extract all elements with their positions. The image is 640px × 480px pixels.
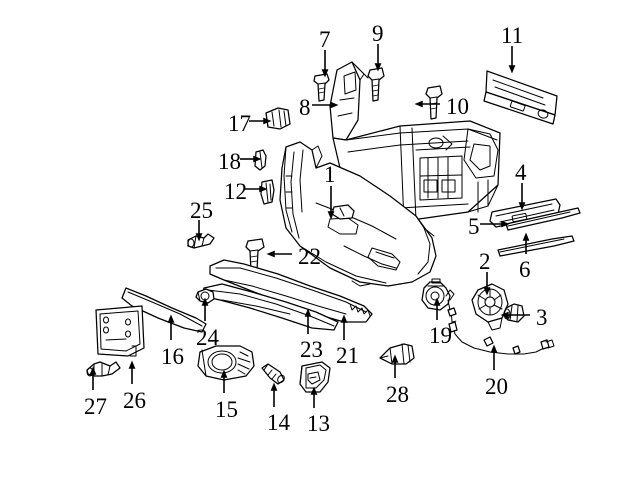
leader-arrowhead-10	[414, 100, 423, 108]
callout-9-bracket-bolt-center[interactable]: 9	[372, 21, 384, 46]
leader-arrowhead-11	[508, 65, 516, 74]
part-trim-strip-middle[interactable]	[505, 207, 581, 231]
leader-arrowhead-25	[195, 233, 203, 242]
callout-17-retainer-clip-upper[interactable]: 17	[228, 111, 251, 136]
leader-arrowhead-15	[220, 369, 228, 378]
part-parking-sensor-module[interactable]	[421, 278, 451, 311]
part-fog-lamp-screw[interactable]	[261, 363, 286, 385]
part-bracket-bolt-center[interactable]	[367, 67, 385, 102]
part-wiring-harness[interactable]	[445, 289, 555, 355]
part-horn[interactable]	[471, 283, 509, 331]
part-license-plate-bracket[interactable]	[95, 305, 145, 357]
callout-10-absorber-bolt[interactable]: 10	[446, 94, 469, 119]
leader-arrowhead-5	[501, 220, 510, 228]
part-trim-retainer-clip[interactable]	[195, 288, 215, 304]
leader-arrowhead-20	[490, 344, 498, 353]
part-bumper-cover[interactable]	[279, 141, 437, 287]
part-fog-lamp-bezel[interactable]	[197, 345, 255, 381]
leader-arrowhead-6	[522, 232, 530, 241]
part-retainer-clip-upper[interactable]	[265, 107, 291, 130]
callout-11-impact-reinforcement-bar[interactable]: 11	[501, 23, 524, 48]
leader-arrowhead-1	[327, 211, 335, 220]
part-air-deflector[interactable]	[201, 283, 339, 331]
callout-18-grommet-plug[interactable]: 18	[218, 149, 241, 174]
callout-14-fog-lamp-screw[interactable]: 14	[267, 410, 290, 435]
callout-1-bumper-cover[interactable]: 1	[324, 162, 336, 187]
leader-arrowhead-3	[500, 311, 509, 319]
part-side-retainer-clip[interactable]	[260, 179, 275, 205]
leader-arrowhead-12	[259, 185, 268, 193]
leader-arrowhead-8	[330, 101, 339, 109]
callout-23-air-deflector[interactable]: 23	[300, 337, 323, 362]
callout-13-corner-bracket[interactable]: 13	[307, 411, 330, 436]
leader-arrowhead-18	[253, 155, 262, 163]
callout-20-wiring-harness[interactable]: 20	[485, 374, 508, 399]
part-license-plate-trim[interactable]	[121, 287, 207, 333]
callout-5-trim-strip-middle[interactable]: 5	[468, 214, 480, 239]
leader-lines	[89, 44, 530, 408]
leader-arrowhead-2	[483, 287, 491, 296]
leader-arrowhead-16	[167, 314, 175, 323]
leader-arrowhead-24	[201, 297, 209, 306]
leader-arrowhead-28	[391, 354, 399, 363]
callout-25-side-mount-rivet[interactable]: 25	[190, 198, 213, 223]
part-lower-valance-panel[interactable]	[209, 259, 373, 323]
part-bracket-bolt-upper[interactable]	[313, 73, 330, 102]
callout-3-horn-mounting-bolt[interactable]: 3	[536, 305, 548, 330]
leader-arrowhead-7	[321, 69, 329, 78]
callout-19-parking-sensor-module[interactable]: 19	[429, 323, 452, 348]
leader-arrowhead-26	[128, 360, 136, 369]
callout-21-lower-valance-panel[interactable]: 21	[336, 343, 359, 368]
callout-6-trim-strip-lower[interactable]: 6	[519, 257, 531, 282]
callout-8-bumper-bracket-left[interactable]: 8	[299, 95, 311, 120]
leader-arrowhead-17	[263, 117, 272, 125]
callout-4-grille-molding-upper[interactable]: 4	[515, 160, 527, 185]
leader-arrowhead-21	[340, 314, 348, 323]
part-absorber-bolt[interactable]	[425, 85, 443, 120]
leader-arrowhead-22	[266, 250, 275, 258]
callout-2-horn[interactable]: 2	[479, 249, 491, 274]
callout-28-washer-nozzle[interactable]: 28	[386, 382, 409, 407]
callout-15-fog-lamp-bezel[interactable]: 15	[215, 397, 238, 422]
part-corner-bracket[interactable]	[299, 361, 331, 393]
leader-arrowhead-9	[374, 63, 382, 72]
callout-24-trim-retainer-clip[interactable]: 24	[196, 325, 219, 350]
leader-arrowhead-23	[304, 308, 312, 317]
part-grommet-plug[interactable]	[254, 149, 267, 171]
callout-26-license-plate-bracket[interactable]: 26	[123, 388, 146, 413]
callout-16-license-plate-trim[interactable]: 16	[161, 344, 184, 369]
part-impact-reinforcement-bar[interactable]	[483, 70, 558, 125]
callout-12-side-retainer-clip[interactable]: 12	[224, 179, 247, 204]
leader-arrowhead-19	[433, 297, 441, 306]
callout-27-license-bracket-screw[interactable]: 27	[84, 394, 107, 419]
callout-7-bracket-bolt-upper[interactable]: 7	[319, 27, 331, 52]
leader-arrowhead-27	[89, 366, 97, 375]
callout-22-valance-screw[interactable]: 22	[298, 244, 321, 269]
leader-arrowhead-14	[270, 382, 278, 391]
leader-arrowhead-13	[310, 386, 318, 395]
part-trim-strip-lower[interactable]	[497, 235, 575, 257]
leader-arrowhead-4	[518, 202, 526, 211]
